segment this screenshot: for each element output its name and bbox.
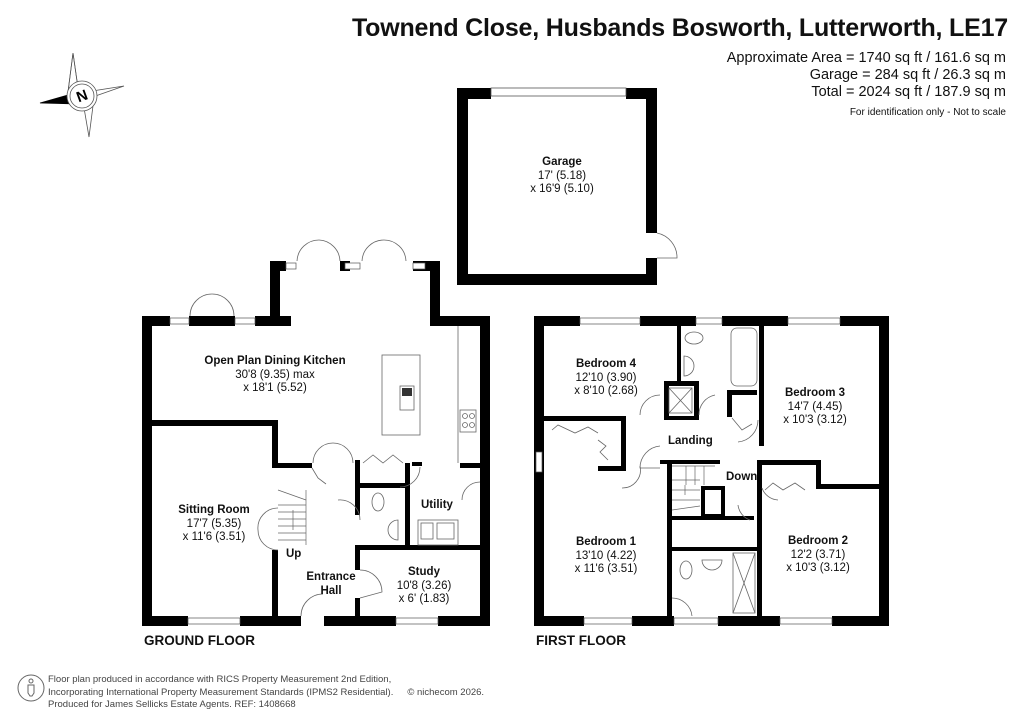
garage-walls <box>457 88 657 285</box>
footer-disclaimer: Floor plan produced in accordance with R… <box>48 674 485 710</box>
kitchen-sink-detail <box>402 388 412 396</box>
stairs-down-label: Down <box>726 471 758 483</box>
scale-disclaimer: For identification only - Not to scale <box>849 107 1006 118</box>
area-summary: Approximate Area = 1740 sq ft / 161.6 sq… <box>727 50 1006 121</box>
copyright: © nichecom 2026. <box>407 686 485 698</box>
landing-label: Landing <box>668 435 713 447</box>
ground-floor-walls <box>142 261 490 626</box>
first-floor-fixtures <box>551 327 806 617</box>
first-floor-windows <box>535 317 841 625</box>
room-garage: Garage 17' (5.18) x 16'9 (5.10) <box>530 156 594 195</box>
room-open-plan-kitchen: Open Plan Dining Kitchen 30'8 (9.35) max… <box>204 355 346 394</box>
room-bedroom-1: Bedroom 1 13'10 (4.22) x 11'6 (3.51) <box>574 536 638 575</box>
first-floor-stairs <box>671 465 715 511</box>
total-area: Total = 2024 sq ft / 187.9 sq m <box>811 84 1006 100</box>
room-bedroom-4: Bedroom 4 12'10 (3.90) x 8'10 (2.68) <box>574 358 638 397</box>
first-floor-label: FIRST FLOOR <box>536 633 626 648</box>
stairs-up-label: Up <box>286 548 302 560</box>
room-study: Study 10'8 (3.26) x 6' (1.83) <box>396 566 452 605</box>
stairwell-void <box>701 486 725 518</box>
room-bedroom-3: Bedroom 3 14'7 (4.45) x 10'3 (3.12) <box>783 387 847 426</box>
room-entrance-hall: Entrance Hall <box>306 571 356 597</box>
garage-side-door <box>656 232 678 259</box>
property-title: Townend Close, Husbands Bosworth, Lutter… <box>351 14 1008 42</box>
ground-floor-label: GROUND FLOOR <box>144 633 255 648</box>
french-doors <box>189 239 481 617</box>
garage-area: Garage = 284 sq ft / 26.3 sq m <box>809 67 1006 83</box>
room-utility: Utility <box>421 499 453 511</box>
ground-floor-windows <box>169 262 439 625</box>
room-sitting-room: Sitting Room 17'7 (5.35) x 11'6 (3.51) <box>178 504 250 543</box>
approximate-area: Approximate Area = 1740 sq ft / 161.6 sq… <box>726 50 1006 66</box>
compass-icon: N <box>39 52 125 138</box>
kitchen-fittings <box>381 326 477 546</box>
person-icon <box>17 674 45 702</box>
garage-door <box>490 87 627 97</box>
room-bedroom-2: Bedroom 2 12'2 (3.71) x 10'3 (3.12) <box>786 535 850 574</box>
ground-stairs <box>277 489 307 545</box>
wc-fixtures <box>371 492 399 541</box>
